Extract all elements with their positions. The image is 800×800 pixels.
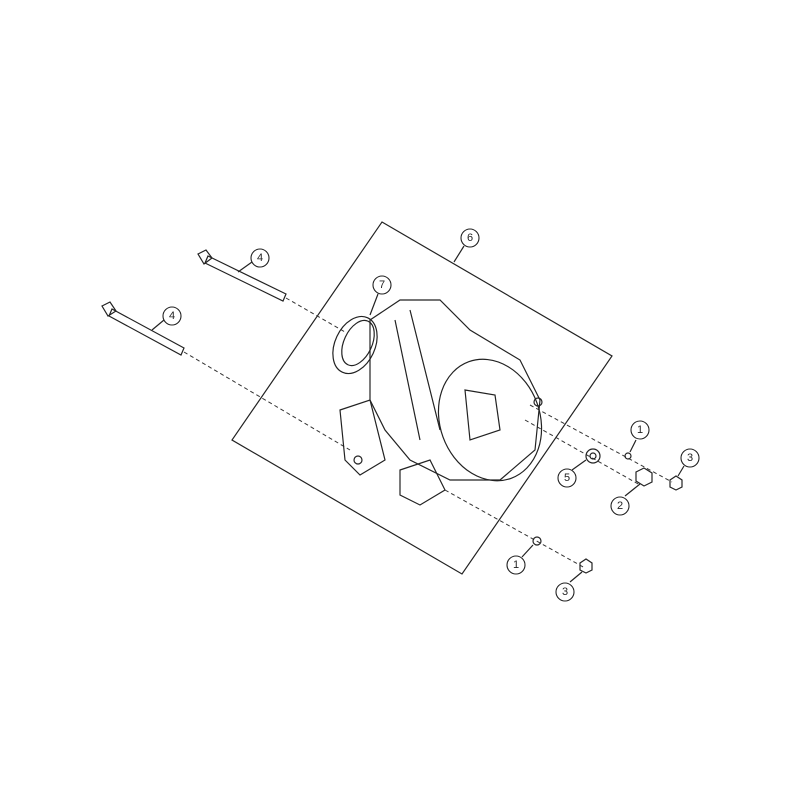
callout-3-upper: 3 (680, 448, 700, 468)
washer-lower (532, 536, 542, 546)
svg-text:1: 1 (513, 559, 519, 571)
svg-text:4: 4 (169, 310, 175, 322)
axis-line-lower-b (444, 489, 586, 569)
alternator (332, 299, 543, 506)
callout-6: 6 (460, 228, 480, 248)
svg-text:4: 4 (257, 252, 263, 264)
axis-line-lower-a (183, 351, 351, 451)
nut-upper (669, 475, 683, 491)
callout-1-lower: 1 (506, 555, 526, 575)
axis-line-right (529, 404, 673, 483)
svg-text:7: 7 (379, 279, 385, 291)
svg-text:3: 3 (687, 452, 693, 464)
svg-text:3: 3 (562, 586, 568, 598)
callout-4-upper: 4 (250, 248, 270, 268)
nut-terminal (635, 467, 653, 487)
axis-line-upper (285, 297, 346, 333)
assembly-frame (231, 221, 613, 575)
callout-7: 7 (372, 275, 392, 295)
callout-5: 5 (557, 468, 577, 488)
callout-1-upper: 1 (630, 420, 650, 440)
axis-line-terminal (524, 419, 641, 486)
svg-text:2: 2 (617, 500, 623, 512)
nut-lower (579, 558, 593, 574)
bolt-lower (101, 301, 185, 356)
svg-text:6: 6 (467, 232, 473, 244)
svg-text:1: 1 (637, 424, 643, 436)
svg-text:5: 5 (564, 472, 570, 484)
pulley (332, 315, 378, 375)
callout-2: 2 (610, 496, 630, 516)
callout-4-lower: 4 (162, 306, 182, 326)
callout-3-lower: 3 (555, 582, 575, 602)
washer-upper (624, 452, 632, 460)
bolt-upper (197, 249, 287, 302)
washer-terminal (585, 448, 601, 464)
